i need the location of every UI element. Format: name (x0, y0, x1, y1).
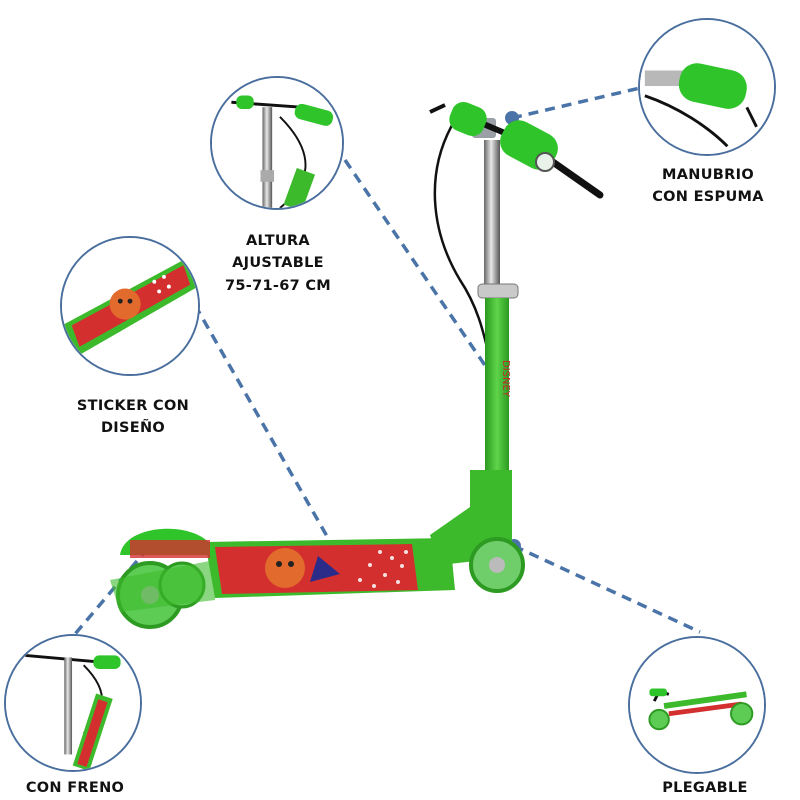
callout-height-line2: 75-71-67 CM (225, 277, 331, 294)
callout-sticker: STICKER CON DISEÑO (48, 395, 218, 440)
svg-text:DISNEY: DISNEY (500, 360, 511, 398)
callout-fold-text: PLEGABLE (662, 780, 748, 796)
sticker-zoom (60, 236, 200, 376)
brake-zoom (4, 634, 142, 772)
callout-brake-text: CON FRENO (25, 780, 125, 796)
callout-sticker-text: STICKER CON DISEÑO (76, 398, 190, 437)
callout-height: ALTURA AJUSTABLE 75-71-67 CM (198, 230, 358, 297)
callout-brake: CON FRENO (20, 777, 130, 799)
callout-height-line1: ALTURA AJUSTABLE (232, 233, 324, 272)
handlebar-zoom (638, 18, 776, 156)
callout-handlebar: MANUBRIO CON ESPUMA (648, 164, 768, 209)
height-zoom (210, 76, 344, 210)
folded-zoom (628, 636, 766, 774)
callout-fold: PLEGABLE (650, 777, 760, 799)
callout-handlebar-text: MANUBRIO CON ESPUMA (652, 167, 764, 206)
